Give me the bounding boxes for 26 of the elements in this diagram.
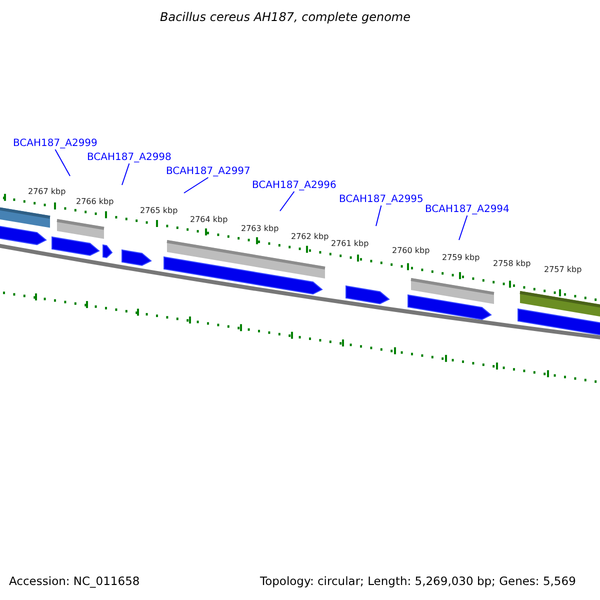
- gene-label: BCAH187_A2994: [425, 204, 510, 216]
- leader-line: [184, 177, 209, 194]
- scale-label: 2763 kbp: [241, 224, 279, 234]
- genome-info-text: Topology: circular; Length: 5,269,030 bp; Genes: 5,569: [260, 575, 576, 588]
- scale-label: 2759 kbp: [442, 253, 480, 262]
- scale-label: 2765 kbp: [140, 206, 178, 216]
- scale-label: 2761 kbp: [331, 239, 369, 248]
- gene-label: BCAH187_A2999: [13, 138, 98, 150]
- leader-line: [122, 163, 130, 186]
- gene-label: BCAH187_A2997: [166, 166, 250, 178]
- scale-label: 2758 kbp: [493, 259, 531, 268]
- title: Bacillus cereus AH187, complete genome: [160, 11, 410, 25]
- scale-label: 2757 kbp: [544, 265, 582, 274]
- scale-label: 2760 kbp: [392, 246, 430, 256]
- leader-line: [458, 215, 468, 240]
- scale-label: 2766 kbp: [76, 197, 114, 206]
- scale-label: 2767 kbp: [28, 187, 66, 196]
- leader-line: [280, 191, 295, 212]
- leader-line: [376, 205, 382, 226]
- gene-label: BCAH187_A2996: [252, 180, 336, 192]
- gene-label: BCAH187_A2998: [87, 152, 172, 164]
- gene-label: BCAH187_A2995: [339, 194, 424, 206]
- scale-label: 2764 kbp: [190, 215, 228, 224]
- leader-line: [54, 149, 70, 176]
- scale-label: 2762 kbp: [291, 232, 329, 242]
- accession-text: Accession: NC_011658: [9, 575, 140, 588]
